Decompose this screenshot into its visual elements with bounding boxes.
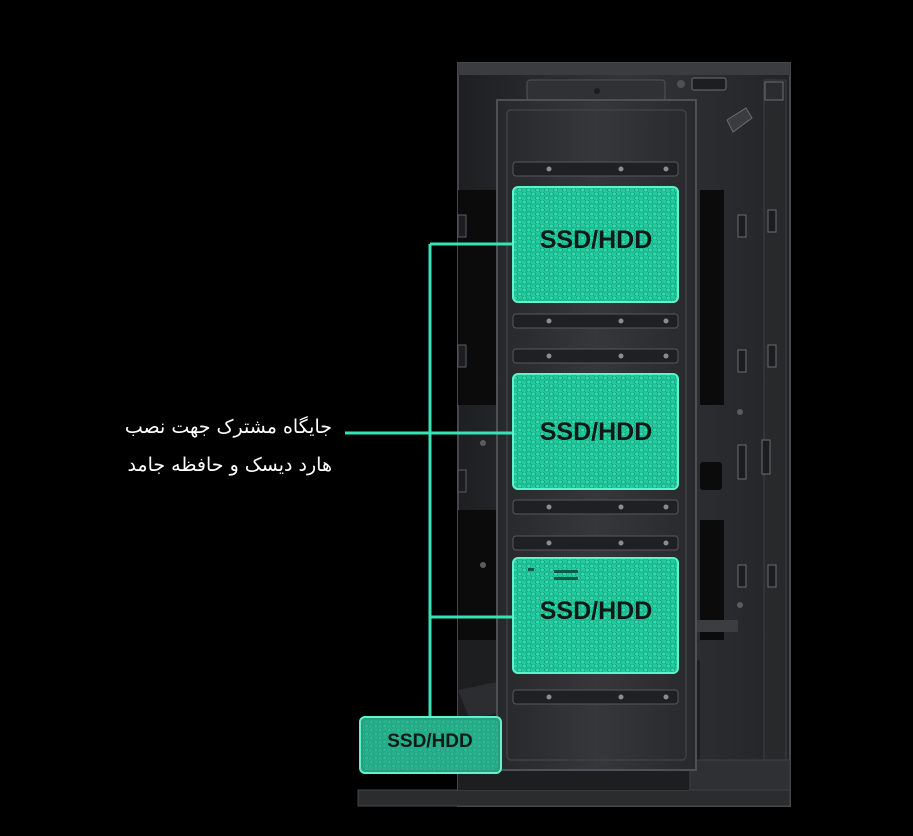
caption-line-2: هارد دیسک و حافظه جامد [127, 454, 332, 476]
bay-label-4: SSD/HDD [387, 731, 473, 752]
drive-bay-3 [512, 557, 679, 674]
caption-line-1: جایگاه مشترک جهت نصب [124, 416, 332, 438]
drive-bay-4 [359, 716, 502, 774]
bay-label-2: SSD/HDD [539, 418, 653, 446]
callout-lines [345, 242, 515, 717]
drive-bay-1 [512, 186, 679, 303]
callout-caption: جایگاه مشترک جهت نصب هارد دیسک و حافظه ج… [20, 408, 332, 484]
drive-bay-2 [512, 373, 679, 490]
cage-rails [512, 161, 679, 705]
bay-label-1: SSD/HDD [539, 226, 653, 254]
bay-label-3: SSD/HDD [539, 597, 653, 625]
rail-holes [546, 166, 669, 700]
